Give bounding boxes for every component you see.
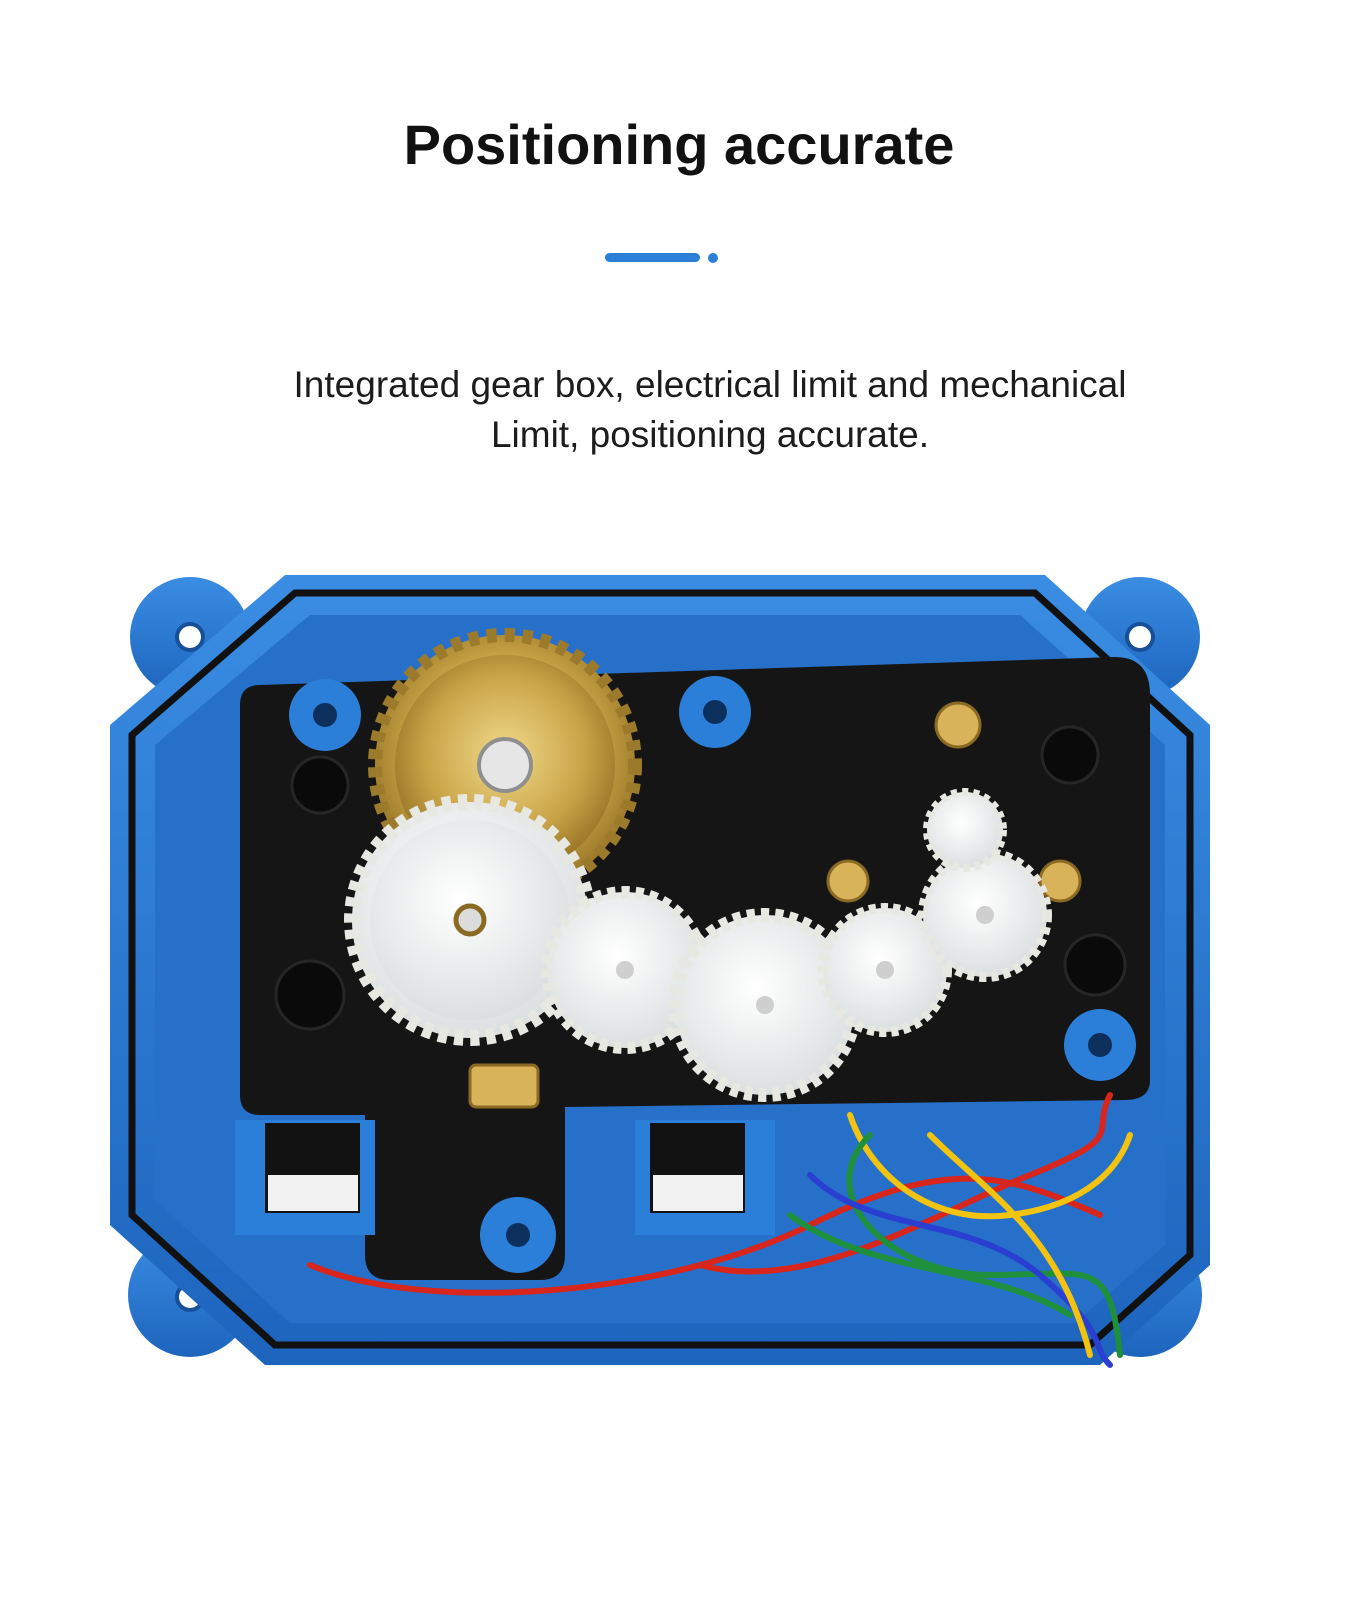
nylon-gear-train [344,788,1052,1102]
page-title: Positioning accurate [403,113,955,176]
description-line-2: Limit, positioning accurate. [490,414,930,455]
accent-dot [708,253,718,263]
plate-standoffs [289,676,1136,1273]
limit-switches [235,1120,775,1235]
description-line-1: Integrated gear box, electrical limit an… [293,364,1127,405]
wire-harness [307,1092,1133,1368]
brass-inserts [468,701,1082,1109]
accent-bar [605,253,700,262]
title-accent-divider [605,253,723,263]
plate-recesses [274,725,1127,1031]
description: Integrated gear box, electrical limit an… [150,360,1270,460]
gearbox-product-photo [110,575,1210,1368]
